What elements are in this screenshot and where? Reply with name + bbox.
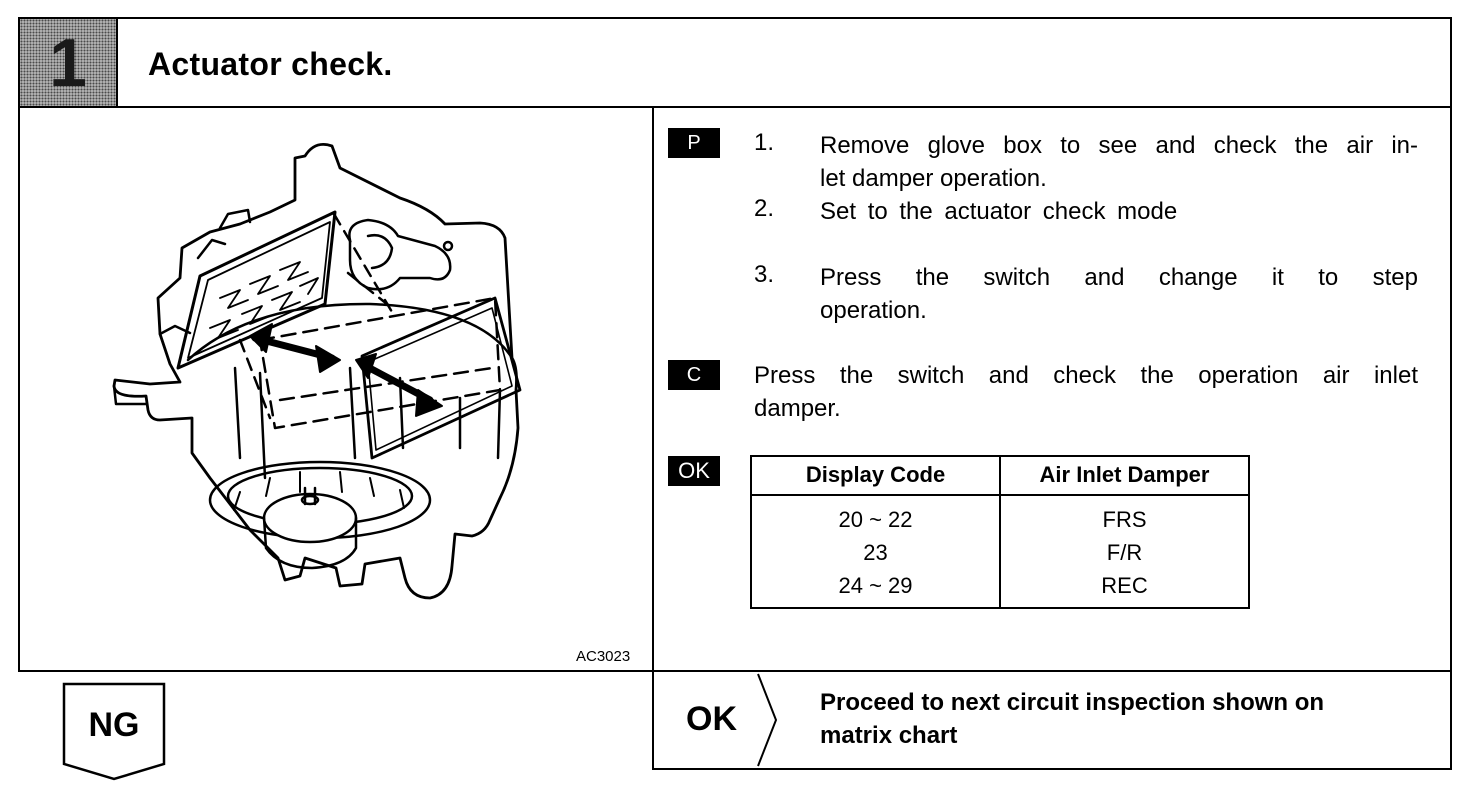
check-tag: C bbox=[668, 360, 720, 390]
step-number: 1 bbox=[49, 24, 87, 101]
table-cell-code: 23 bbox=[863, 540, 888, 565]
step-1-number: 1. bbox=[754, 129, 775, 156]
step-1-text-line2: let damper operation. bbox=[820, 165, 1047, 192]
ok-outcome-box bbox=[652, 670, 1452, 770]
step-3-text-line2: operation. bbox=[820, 297, 927, 324]
ok-outcome-text-line2: matrix chart bbox=[820, 722, 958, 749]
ok-chevron-icon bbox=[757, 673, 778, 767]
page-title: Actuator check. bbox=[148, 46, 393, 82]
step-2-text: Set to the actuator check mode bbox=[820, 198, 1178, 225]
table-header-air-inlet-damper: Air Inlet Damper bbox=[1039, 462, 1210, 487]
header-band bbox=[18, 17, 1452, 108]
table-cell-code: 24 ~ 29 bbox=[838, 573, 913, 598]
ok-outcome-text-line1: Proceed to next circuit inspection shown… bbox=[820, 689, 1325, 716]
ng-pentagon-shape bbox=[62, 682, 166, 781]
column-divider bbox=[652, 106, 654, 770]
step-3-number: 3. bbox=[754, 261, 775, 288]
table-cell-code: 20 ~ 22 bbox=[838, 507, 913, 532]
check-text-line1: Press the switch and check the operation… bbox=[754, 362, 1418, 389]
check-text-line2: damper. bbox=[754, 395, 841, 422]
ok-outcome-label: OK bbox=[686, 700, 737, 738]
table-cell-damper: F/R bbox=[1106, 540, 1143, 565]
table-column-divider bbox=[999, 455, 1001, 609]
step-3-text-line1: Press the switch and change it to step bbox=[820, 264, 1418, 291]
ng-outcome-label: NG bbox=[88, 706, 140, 744]
step-2-number: 2. bbox=[754, 195, 775, 222]
step-1-text-line1: Remove glove box to see and check the ai… bbox=[820, 132, 1418, 159]
table-header-display-code: Display Code bbox=[805, 462, 946, 487]
procedure-tag: P bbox=[668, 128, 720, 158]
table-header-divider bbox=[750, 494, 1250, 496]
step-number-badge: 1 bbox=[20, 19, 118, 106]
table-cell-damper: FRS bbox=[1102, 507, 1147, 532]
table-cell-damper: REC bbox=[1101, 573, 1148, 598]
result-ok-tag: OK bbox=[668, 456, 720, 486]
figure-code: AC3023 bbox=[576, 648, 631, 665]
blower-unit-illustration bbox=[112, 142, 522, 600]
